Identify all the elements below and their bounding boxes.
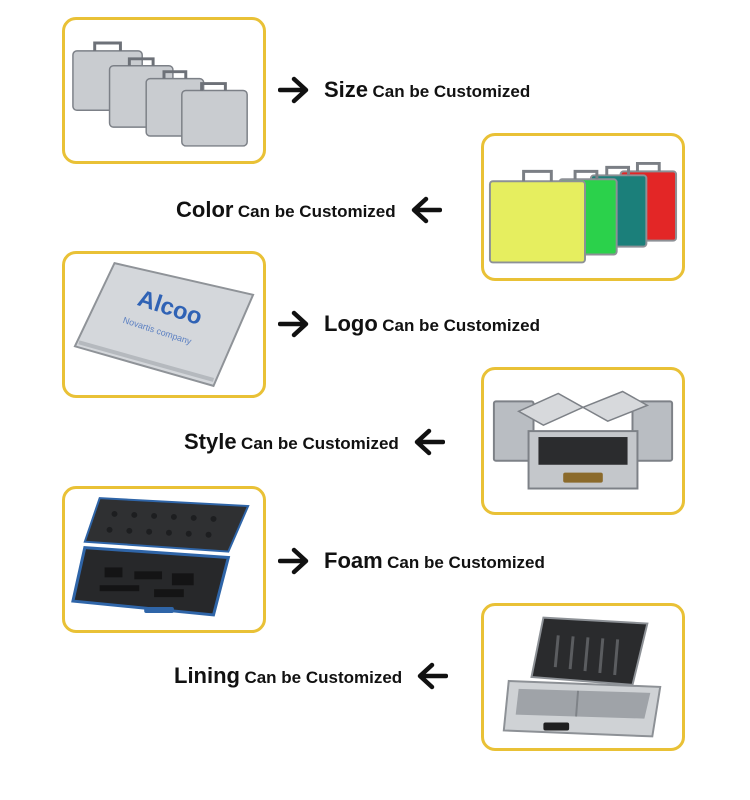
style-case-image [492, 390, 674, 490]
foam-image-frame [62, 486, 266, 633]
foam-caption: Foam Can be Customized [278, 547, 545, 575]
arrow-right-icon [278, 547, 312, 575]
lining-title: Lining [174, 663, 240, 688]
foam-case-image [71, 497, 250, 617]
size-title: Size [324, 77, 369, 102]
logo-image-frame: Alcoo Novartis company [62, 251, 266, 398]
size-image-frame [62, 17, 266, 164]
size-caption: Size Can be Customized [278, 76, 530, 104]
arrow-left-icon [414, 662, 449, 690]
foam-title: Foam [324, 548, 383, 573]
style-title: Style [184, 429, 237, 454]
arrow-left-icon [411, 428, 445, 456]
color-title: Color [176, 197, 234, 222]
logo-caption: Logo Can be Customized [278, 310, 540, 338]
lining-suffix: Can be Customized [244, 668, 403, 687]
color-caption: Color Can be Customized [176, 196, 442, 224]
style-image-frame [481, 367, 685, 515]
logo-title: Logo [324, 311, 378, 336]
logo-case-image: Alcoo Novartis company [73, 261, 255, 388]
style-caption: Style Can be Customized [184, 428, 445, 456]
color-image-frame [481, 133, 685, 281]
arrow-right-icon [278, 310, 312, 338]
color-suffix: Can be Customized [237, 202, 396, 221]
size-cases-image [72, 41, 248, 147]
arrow-left-icon [408, 196, 442, 224]
lining-caption: Lining Can be Customized [174, 662, 449, 690]
size-suffix: Can be Customized [372, 82, 531, 101]
logo-suffix: Can be Customized [382, 316, 540, 335]
lining-image-frame [481, 603, 685, 751]
lining-case-image [502, 616, 662, 738]
arrow-right-icon [278, 76, 312, 104]
color-cases-image [488, 161, 678, 264]
style-suffix: Can be Customized [241, 434, 399, 453]
foam-suffix: Can be Customized [387, 553, 545, 572]
